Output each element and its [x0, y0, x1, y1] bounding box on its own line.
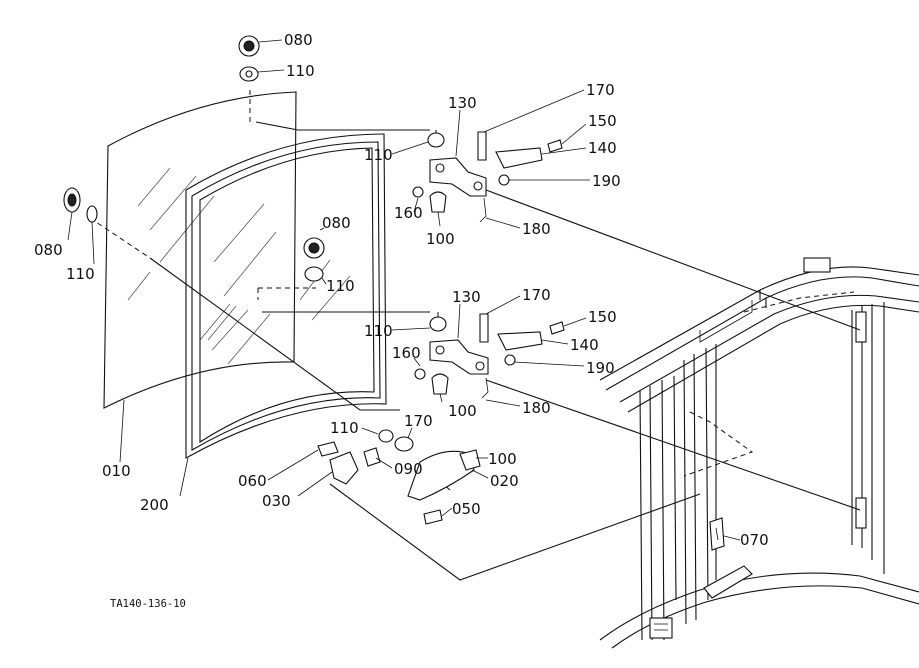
plate-060 — [317, 441, 339, 457]
bracket-140-lower — [497, 331, 543, 351]
callout-110: 110 — [364, 146, 393, 164]
callout-130: 130 — [448, 94, 477, 112]
bracket-030 — [329, 451, 359, 485]
nut-190-lower — [504, 354, 516, 366]
bracket-140-upper — [495, 147, 543, 169]
callout-100: 100 — [488, 450, 517, 468]
callouts: 080 110 080 110 010 200 080 110 130 170 … — [34, 31, 769, 549]
callout-180: 180 — [522, 399, 551, 417]
callout-150: 150 — [588, 112, 617, 130]
pin-170-lower — [479, 313, 489, 343]
callout-190: 190 — [592, 172, 621, 190]
callout-170: 170 — [522, 286, 551, 304]
callout-010: 010 — [102, 462, 131, 480]
washer-110-latch — [378, 429, 394, 443]
knob-100-latch — [459, 449, 481, 471]
callout-140: 140 — [570, 336, 599, 354]
callout-110: 110 — [66, 265, 95, 283]
washer-110-lower — [429, 316, 447, 332]
handle-020 — [407, 450, 475, 501]
bolt-150-upper — [547, 139, 563, 153]
callout-070: 070 — [740, 531, 769, 549]
nut-160-lower — [414, 368, 426, 380]
callout-110: 110 — [330, 419, 359, 437]
callout-020: 020 — [490, 472, 519, 490]
leader-lines — [67, 39, 741, 541]
bolt-050 — [423, 509, 443, 525]
washer-110-upper — [427, 132, 445, 148]
callout-110: 110 — [326, 277, 355, 295]
knob-100-lower — [431, 373, 449, 395]
nut-190-upper — [498, 174, 510, 186]
callout-110: 110 — [364, 322, 393, 340]
callout-080: 080 — [34, 241, 63, 259]
door-frame-200 — [185, 133, 387, 459]
pillar-foot — [649, 617, 673, 639]
rear-hinge-upper — [855, 311, 867, 343]
knob-100-upper — [429, 191, 447, 213]
cab-frame — [599, 257, 919, 649]
callout-190: 190 — [586, 359, 615, 377]
callout-100: 100 — [426, 230, 455, 248]
callout-080: 080 — [322, 214, 351, 232]
callout-050: 050 — [452, 500, 481, 518]
callout-140: 140 — [588, 139, 617, 157]
callout-160: 160 — [392, 344, 421, 362]
bolt-150-lower — [549, 321, 565, 335]
callout-030: 030 — [262, 492, 291, 510]
hinge-130-lower — [429, 339, 489, 375]
washer-110-mid — [304, 266, 324, 282]
callout-090: 090 — [394, 460, 423, 478]
washer-110-left — [86, 205, 98, 223]
callout-180: 180 — [522, 220, 551, 238]
drawing-reference: TA140-136-10 — [110, 598, 186, 610]
callout-160: 160 — [394, 204, 423, 222]
callout-060: 060 — [238, 472, 267, 490]
callout-150: 150 — [588, 308, 617, 326]
bushing-090 — [363, 447, 381, 467]
pin-170-upper — [477, 131, 487, 161]
callout-170: 170 — [586, 81, 615, 99]
step-plate — [703, 565, 753, 599]
rear-hinge-lower — [855, 497, 867, 529]
callout-130: 130 — [452, 288, 481, 306]
hardware — [63, 35, 565, 525]
roof-lamp — [803, 257, 831, 273]
callout-080: 080 — [284, 31, 313, 49]
washer-170-latch — [394, 436, 414, 452]
nut-160-upper — [412, 186, 424, 198]
callout-100: 100 — [448, 402, 477, 420]
callout-110: 110 — [286, 62, 315, 80]
callout-200: 200 — [140, 496, 169, 514]
callout-170: 170 — [404, 412, 433, 430]
